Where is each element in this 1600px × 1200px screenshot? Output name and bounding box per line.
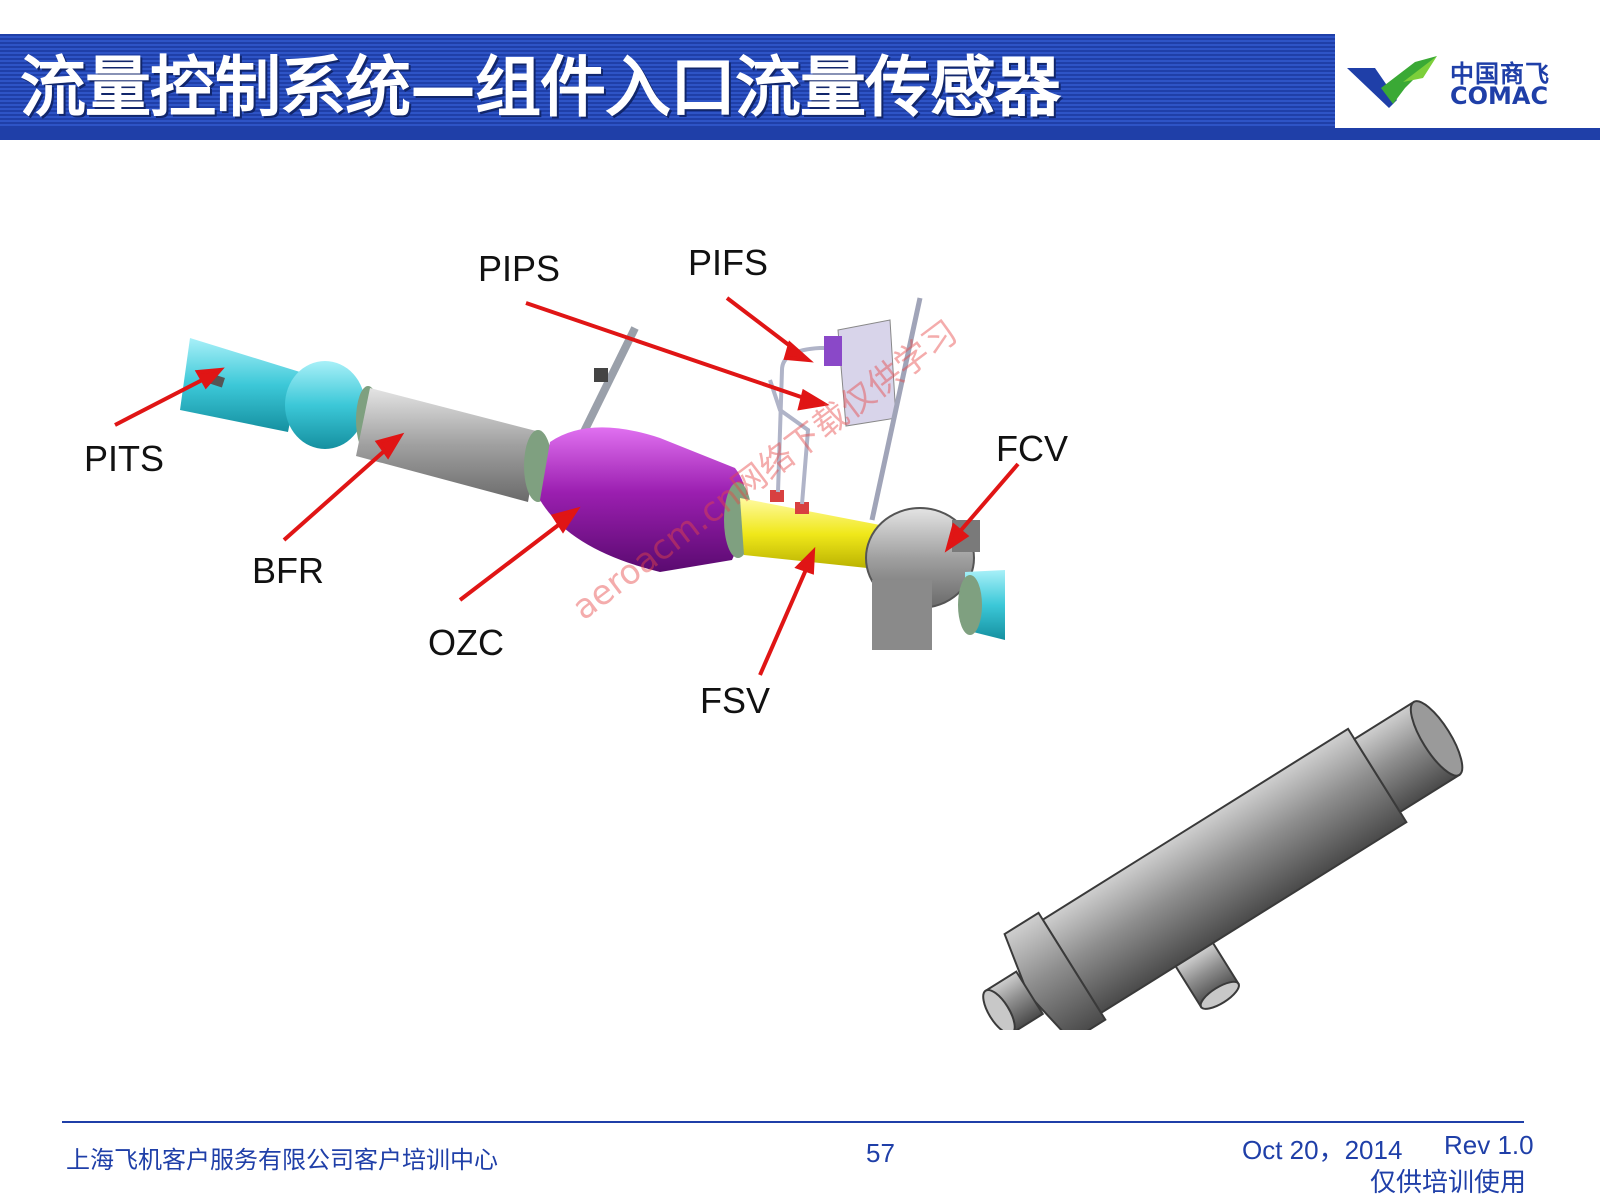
callout-arrows <box>114 296 1020 676</box>
fcv-valve <box>865 507 980 650</box>
pressure-port <box>770 490 784 502</box>
footer-revision: Rev 1.0 <box>1444 1130 1534 1160</box>
sense-line <box>768 379 811 505</box>
fsv-flow-sensor <box>740 498 886 570</box>
label-pits: PITS <box>84 438 165 479</box>
logo-english-text: COMAC <box>1450 82 1549 110</box>
label-ozc: OZC <box>428 622 504 663</box>
duct-clamp <box>958 575 982 635</box>
title-banner <box>0 34 1335 140</box>
label-fsv: FSV <box>700 680 771 721</box>
footer-date: Oct 20，2014 <box>1242 1135 1403 1165</box>
comac-logo: 中国商飞 COMAC <box>1345 48 1585 118</box>
support-rod <box>869 297 923 521</box>
pifs-sensor <box>824 336 842 366</box>
label-bfr: BFR <box>252 550 324 591</box>
label-pifs: PIFS <box>688 242 769 283</box>
logo-chinese-text: 中国商飞 <box>1450 60 1550 88</box>
bfr-component <box>356 388 540 502</box>
pressure-port <box>795 502 809 514</box>
comac-emblem-icon <box>1347 56 1437 108</box>
title-underline <box>0 128 1600 140</box>
footer-training-note: 仅供培训使用 <box>1370 1168 1527 1198</box>
ozc-component <box>540 427 747 572</box>
pack-inlet-duct-diagram <box>114 296 1020 676</box>
inlet-duct <box>180 338 365 449</box>
page-title: 流量控制系统—组件入口流量传感器 <box>20 49 1061 126</box>
page-number: 57 <box>866 1138 895 1168</box>
label-fcv: FCV <box>996 428 1068 469</box>
footer-divider <box>62 1121 1524 1123</box>
tube-fitting <box>594 368 608 382</box>
label-pips: PIPS <box>478 248 561 289</box>
footer-organization: 上海飞机客户服务有限公司客户培训中心 <box>66 1146 498 1174</box>
flow-sensor-illustration <box>982 700 1464 1030</box>
